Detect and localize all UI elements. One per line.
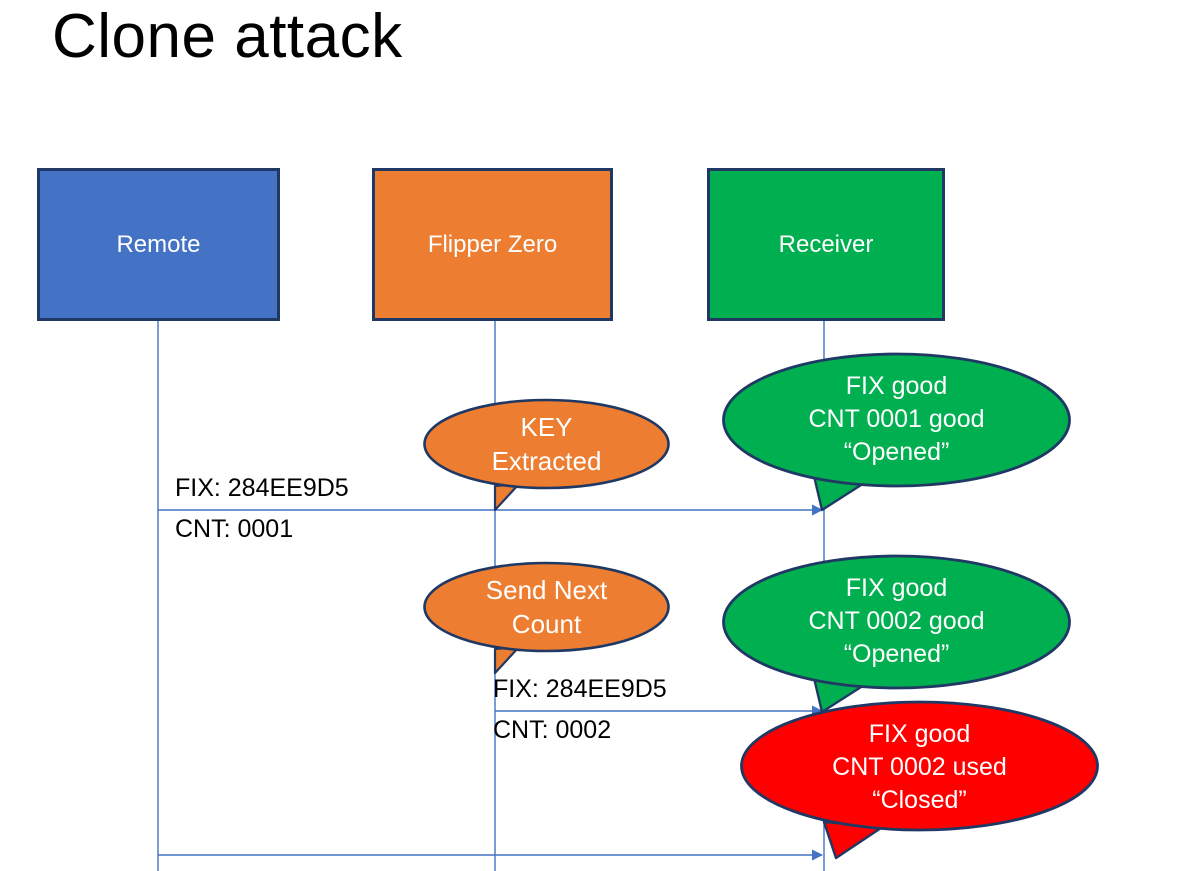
actor-box-remote[interactable]: Remote xyxy=(37,168,280,321)
callout-receiver-cnt-0002-used[interactable]: FIX good CNT 0002 used “Closed” xyxy=(740,700,1099,860)
actor-box-receiver[interactable]: Receiver xyxy=(707,168,945,321)
page-title: Clone attack xyxy=(52,2,403,71)
message-1-fix-label: FIX: 284EE9D5 xyxy=(175,474,349,502)
callout-receiver-cnt-0001-good[interactable]: FIX good CNT 0001 good “Opened” xyxy=(722,352,1071,512)
message-2-cnt-label: CNT: 0002 xyxy=(493,716,612,744)
actor-label-receiver: Receiver xyxy=(778,230,874,258)
actor-label-flipper: Flipper Zero xyxy=(427,230,558,258)
actor-box-flipper[interactable]: Flipper Zero xyxy=(372,168,613,321)
callout-key-extracted[interactable]: KEY Extracted xyxy=(423,398,670,512)
callout-send-next-count[interactable]: Send Next Count xyxy=(423,561,670,675)
actor-label-remote: Remote xyxy=(116,230,201,258)
message-1-cnt-label: CNT: 0001 xyxy=(175,515,294,543)
message-2-fix-label: FIX: 284EE9D5 xyxy=(493,675,667,703)
callout-receiver-cnt-0002-good[interactable]: FIX good CNT 0002 good “Opened” xyxy=(722,554,1071,714)
